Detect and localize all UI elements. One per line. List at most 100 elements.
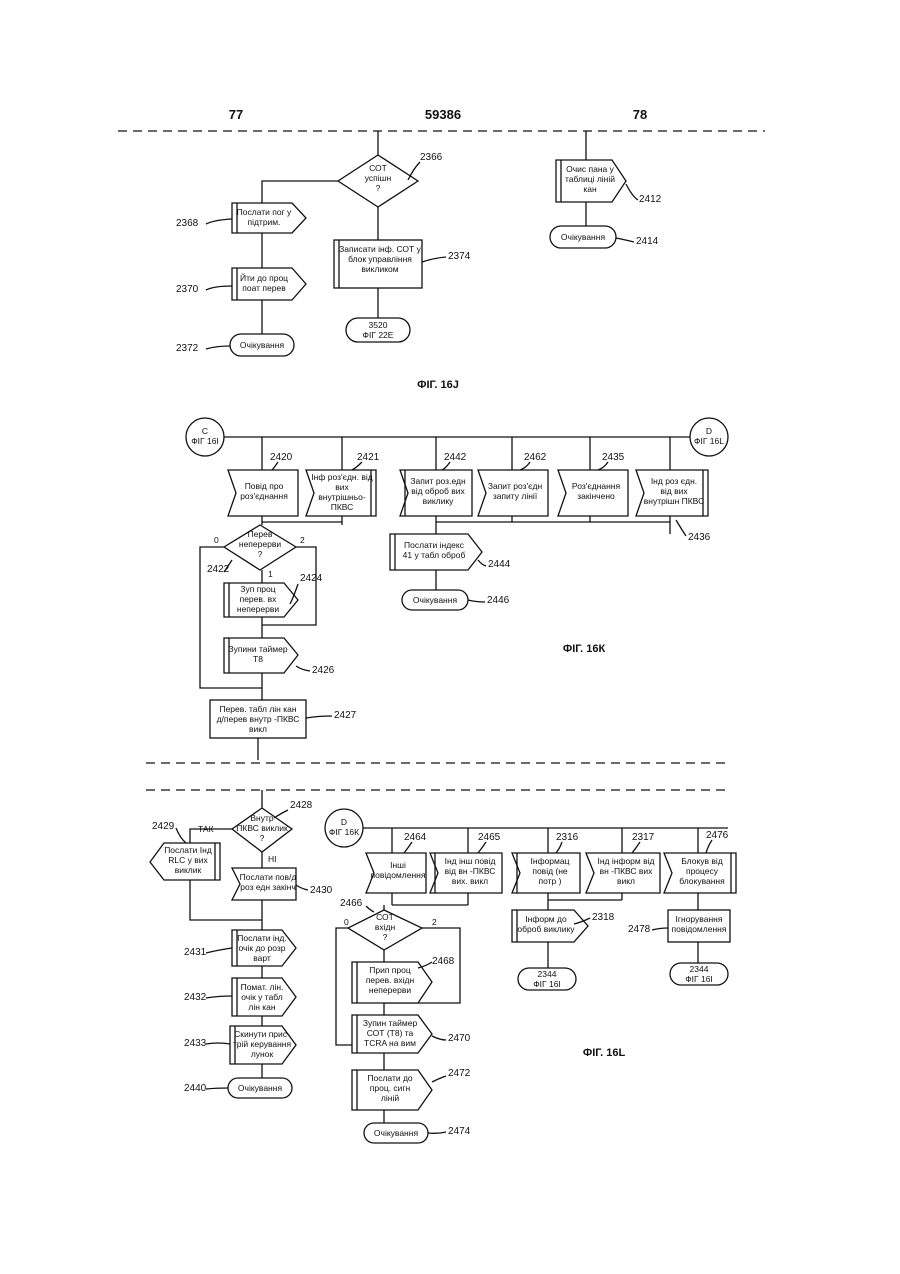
ref-2317: 2317 — [632, 832, 655, 843]
ref-2420: 2420 — [270, 452, 293, 463]
input-2462-text: Запит роз'єднзапиту лінії — [488, 481, 543, 501]
process-2478-text: Ігноруванняповідомлення — [672, 914, 727, 934]
node-text-line: викл — [249, 724, 267, 734]
branch-2: 2 — [300, 535, 305, 545]
edge — [436, 516, 670, 534]
node-text-line: вхідн — [375, 922, 396, 932]
node-text-line: запиту лінії — [493, 491, 538, 501]
input-2420-text: Повід пророз'єднання — [240, 481, 288, 501]
node-text-line: викликом — [361, 264, 398, 274]
page-number-right: 78 — [633, 107, 647, 122]
node-text-line: від оброб вих — [411, 486, 465, 496]
node-text-line: Інд інш повід — [445, 856, 496, 866]
branch-2: 2 — [432, 917, 437, 927]
node-text-line: неперерви — [369, 985, 411, 995]
node-text-line: Послати пог у — [237, 207, 292, 217]
ref-2442: 2442 — [444, 452, 467, 463]
node-text-line: лунок — [251, 1049, 274, 1059]
node-text-line: ? — [260, 833, 265, 843]
node-text-line: Перев — [248, 529, 273, 539]
ref-2470: 2470 — [448, 1033, 471, 1044]
node-text-line: перев. вхідн — [366, 975, 415, 985]
node-text-line: Послати Інд — [164, 845, 212, 855]
ref-2424: 2424 — [300, 573, 323, 584]
ref-2370: 2370 — [176, 284, 199, 295]
terminal-2440-text: Очікування — [238, 1083, 283, 1093]
process-2444-text: Послати індекс41 у табл оброб — [403, 540, 466, 560]
node-text-line: Помат. лін. — [241, 982, 284, 992]
node-text-line: Скинути прис- — [234, 1029, 290, 1039]
node-text-line: Інд інформ від — [598, 856, 655, 866]
ref-2464: 2464 — [404, 832, 427, 843]
edge — [392, 893, 468, 905]
node-text-line: ПКВС — [331, 502, 354, 512]
node-text-line: Інформ до — [525, 914, 567, 924]
caption-16k: ФІГ. 16К — [563, 643, 606, 655]
node-text-line: повід (не — [532, 866, 568, 876]
branch-yes: ТАК — [198, 824, 214, 834]
input-2435-text: Роз'єднаннязакінчено — [572, 481, 621, 501]
node-text-line: роз'єднання — [240, 491, 288, 501]
node-text-line: кан — [583, 184, 597, 194]
node-text-line: СОТ (Т8) та — [367, 1028, 414, 1038]
node-text-line: Блокув від — [681, 856, 723, 866]
node-text-line: неперерви — [239, 539, 281, 549]
node-text-line: Роз'єднання — [572, 481, 621, 491]
node-text-line: поат перев — [242, 283, 286, 293]
node-text-line: ? — [376, 183, 381, 193]
node-text-line: вн -ПКВС вих — [600, 866, 654, 876]
caption-16j: ФІГ. 16J — [417, 379, 459, 391]
ref-2440: 2440 — [184, 1083, 207, 1094]
node-text-line: Очікування — [413, 595, 458, 605]
input-2465-text: Інд інш повідвід вн -ПКВСвих. викл — [445, 856, 496, 886]
node-text-line: трій керування — [233, 1039, 292, 1049]
node-text-line: роз едн закінч — [240, 882, 296, 892]
node-text-line: д/перев внутр -ПКВС — [217, 714, 300, 724]
edge — [548, 893, 622, 910]
ref-2426: 2426 — [312, 665, 335, 676]
node-text-line: TCRA на вим — [364, 1038, 416, 1048]
node-text-line: внутрішньо- — [318, 492, 366, 502]
node-text-line: 2344 — [690, 964, 709, 974]
node-text-line: вих — [335, 482, 349, 492]
ref-2318: 2318 — [592, 912, 615, 923]
node-text-line: успішн — [365, 173, 392, 183]
fig-16k: CФІГ 16І DФІГ 16L Повід пророз'єднання 2… — [186, 418, 728, 760]
ref-2429-label: 2429 — [152, 821, 175, 832]
ref-2433: 2433 — [184, 1038, 207, 1049]
ref-2428: 2428 — [290, 800, 313, 811]
node-text-line: Очікування — [374, 1128, 419, 1138]
process-2370-text: Йти до процпоат перев — [240, 272, 288, 293]
terminal-2474-text: Очікування — [374, 1128, 419, 1138]
node-text-line: ФІГ 16І — [191, 436, 219, 446]
ref-2366: 2366 — [420, 152, 443, 163]
ref-2372: 2372 — [176, 343, 199, 354]
node-text-line: повідомлення — [672, 924, 727, 934]
ref-2431: 2431 — [184, 947, 207, 958]
ref-2412: 2412 — [639, 194, 662, 205]
node-text-line: Зуп проц — [240, 584, 275, 594]
node-text-line: від вн -ПКВС — [445, 866, 496, 876]
node-text-line: Послати пов/д — [240, 872, 297, 882]
branch-no: НІ — [268, 854, 277, 864]
node-text-line: D — [341, 817, 347, 827]
ref-2430: 2430 — [310, 885, 333, 896]
node-text-line: Зупини таймер — [228, 644, 287, 654]
ref-2465: 2465 — [478, 832, 501, 843]
node-text-line: 2344 — [538, 969, 557, 979]
node-text-line: Прип проц — [369, 965, 411, 975]
node-text-line: таблиці ліній — [565, 174, 615, 184]
node-text-line: проц. сигн — [370, 1083, 411, 1093]
caption-16l: ФІГ. 16L — [583, 1047, 626, 1059]
node-text-line: блокування — [679, 876, 725, 886]
fig-16j: СОТуспішн? 2366 Послати пог упідтрим. 23… — [176, 131, 662, 391]
branch-0: 0 — [214, 535, 219, 545]
ref-2478: 2478 — [628, 924, 651, 935]
node-text-line: виклик — [175, 865, 202, 875]
node-text-line: потр ) — [539, 876, 562, 886]
node-text-line: Йти до проц — [240, 272, 288, 283]
ref-2468: 2468 — [432, 956, 455, 967]
node-text-line: виклику — [423, 496, 455, 506]
node-text-line: Запит роз.едн — [410, 476, 466, 486]
